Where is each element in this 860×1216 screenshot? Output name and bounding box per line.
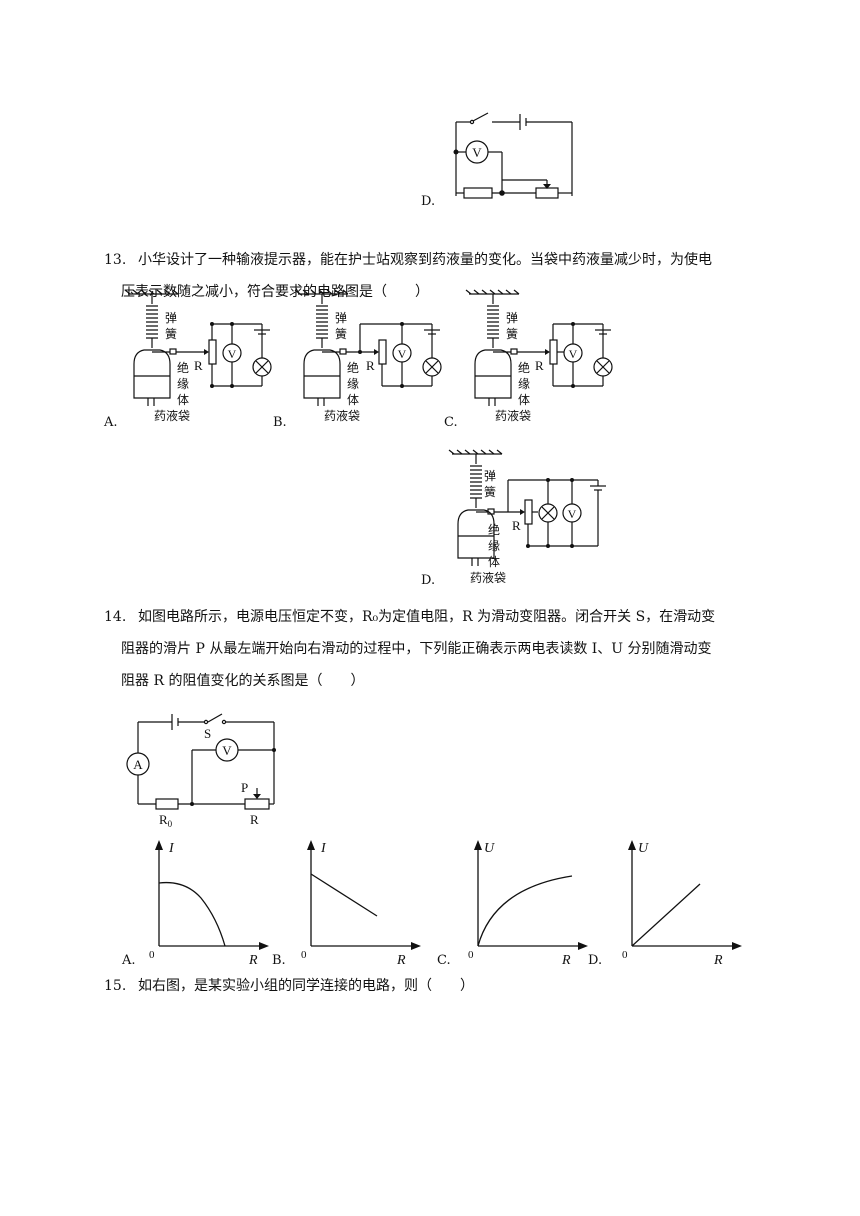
q14a-xlabel: R <box>248 953 258 968</box>
q13b-insulator-1: 绝 <box>347 360 359 375</box>
q13b-voltmeter-label: V <box>398 347 407 361</box>
q14b-line <box>310 873 378 917</box>
q14-text-line3: 阻器 R 的阻值变化的关系图是（ ） <box>121 673 365 689</box>
q13d-resistor-label: R <box>512 518 521 533</box>
q13a-insulator-2: 缘 <box>177 377 189 391</box>
svg-text:R0: R0 <box>159 812 173 829</box>
q13-circuit-d: V R 弹 簧 绝 缘 体 药液袋 <box>448 449 606 585</box>
q13c-voltmeter-label: V <box>569 347 578 361</box>
q13-option-c-label: C. <box>444 415 458 430</box>
q13-option-a-label: A. <box>104 415 118 430</box>
q13d-insulator-2: 缘 <box>488 539 500 553</box>
q13b-spring-label-1: 弹 <box>335 311 347 325</box>
q13b-insulator-3: 体 <box>347 393 359 407</box>
q14-r0-subscript: 0 <box>168 819 173 829</box>
q13d-spring-label-1: 弹 <box>484 469 496 483</box>
q13c-spring-label-1: 弹 <box>506 311 518 325</box>
q13-option-b-label: B. <box>273 415 287 430</box>
q14-graph-b: I R 0 <box>301 840 421 968</box>
q13a-resistor-label: R <box>194 358 203 373</box>
q12-option-d-label: D. <box>421 194 436 209</box>
q13-circuit-b: V R 弹 簧 绝 缘 体 药液袋 <box>294 289 442 423</box>
q14b-ylabel: I <box>320 841 327 856</box>
q13d-spring-label-2: 簧 <box>484 484 496 499</box>
q12-voltmeter-label: V <box>472 145 482 160</box>
q14-option-c-label: C. <box>437 953 451 968</box>
q13b-resistor-label: R <box>366 358 375 373</box>
q14-switch-label: S <box>204 726 211 741</box>
q13b-insulator-2: 缘 <box>347 377 359 391</box>
q14c-ylabel: U <box>484 841 495 856</box>
q13-number: 13. <box>104 252 127 268</box>
q14d-xlabel: R <box>713 953 723 968</box>
q14-number: 14. <box>104 609 127 625</box>
q13a-spring-label-1: 弹 <box>165 311 177 325</box>
q13a-spring-label-2: 簧 <box>165 326 177 341</box>
q14-option-b-label: B. <box>272 953 286 968</box>
q13d-insulator-3: 体 <box>488 555 500 569</box>
q13-text-line1: 小华设计了一种输液提示器，能在护士站观察到药液量的变化。当袋中药液量减少时，为使… <box>138 252 712 268</box>
q14-graph-d: U R 0 <box>622 840 742 968</box>
q12-circuit-d: V <box>453 112 573 199</box>
q13a-insulator-3: 体 <box>177 393 189 407</box>
q14a-ylabel: I <box>168 841 175 856</box>
q14a-curve <box>158 881 226 947</box>
q13d-bag-label: 药液袋 <box>470 570 506 585</box>
q14b-xlabel: R <box>396 953 406 968</box>
q13-text-line2: 压表示数随之减小，符合要求的电路图是（ ） <box>121 284 429 300</box>
q13-option-d-label: D. <box>421 573 436 588</box>
q14c-xlabel: R <box>561 953 571 968</box>
q14d-origin: 0 <box>622 949 628 961</box>
q13d-voltmeter-label: V <box>568 507 577 521</box>
q14-text-line1: 如图电路所示，电源电压恒定不变，R₀为定值电阻，R 为滑动变阻器。闭合开关 S，… <box>138 609 716 625</box>
q13c-resistor-label: R <box>535 358 544 373</box>
q14-graph-a: I R 0 <box>149 840 269 968</box>
q14-option-a-label: A. <box>122 953 136 968</box>
q14-r-label: R <box>250 812 259 827</box>
q13c-insulator-2: 缘 <box>518 377 530 391</box>
q14-option-d-label: D. <box>588 953 603 968</box>
q13c-spring-label-2: 簧 <box>506 326 518 341</box>
q14-ammeter-label: A <box>133 757 143 772</box>
q14-circuit: A V S P R0 R <box>126 713 276 829</box>
q14b-origin: 0 <box>301 949 307 961</box>
q13c-insulator-1: 绝 <box>518 360 530 375</box>
q13c-bag-label: 药液袋 <box>495 408 531 423</box>
q14-voltmeter-label: V <box>222 743 232 758</box>
q13a-bag-label: 药液袋 <box>154 408 190 423</box>
q14d-line <box>631 883 701 947</box>
q15-text: 如右图，是某实验小组的同学连接的电路，则（ ） <box>138 978 474 994</box>
q13d-insulator-1: 绝 <box>488 522 500 537</box>
q13-circuit-c: V R 弹 簧 绝 缘 体 药液袋 <box>465 289 613 423</box>
q13b-spring-label-2: 簧 <box>335 326 347 341</box>
q14d-ylabel: U <box>638 841 649 856</box>
q13b-bag-label: 药液袋 <box>324 408 360 423</box>
q14-r0-label: R <box>159 812 168 827</box>
q14c-origin: 0 <box>468 949 474 961</box>
q14-graph-c: U R 0 <box>468 840 588 968</box>
q14-text-line2: 阻器的滑片 P 从最左端开始向右滑动的过程中，下列能正确表示两电表读数 I、U … <box>121 641 712 657</box>
q13c-insulator-3: 体 <box>518 393 530 407</box>
q13a-insulator-1: 绝 <box>177 360 189 375</box>
q14c-curve <box>477 875 573 947</box>
q14-slider-label: P <box>241 780 248 795</box>
q13-circuit-a: V R 弹 簧 绝 缘 体 药液袋 <box>124 289 272 423</box>
q14a-origin: 0 <box>149 949 155 961</box>
q13a-voltmeter-label: V <box>228 347 237 361</box>
q15-number: 15. <box>104 978 127 994</box>
